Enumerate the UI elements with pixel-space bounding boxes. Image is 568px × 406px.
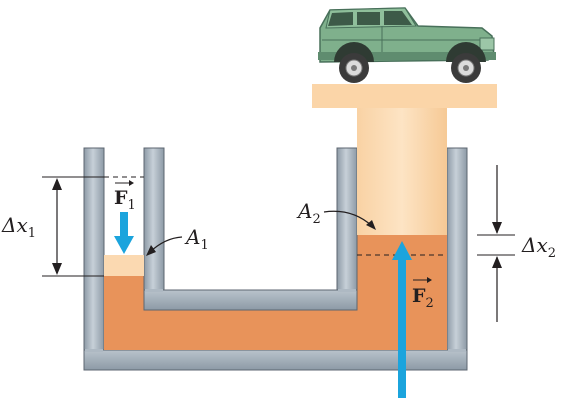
container — [83, 147, 468, 371]
arrow-down-icon — [114, 212, 134, 254]
inner-bottom-wall — [143, 289, 358, 311]
large-piston — [312, 84, 497, 235]
bottom-outer-wall — [83, 349, 468, 371]
left-inner-wall — [143, 147, 165, 311]
dx2-label: Δx2 — [521, 233, 556, 261]
left-outer-wall — [83, 147, 105, 371]
small-piston — [104, 255, 144, 276]
right-inner-wall — [336, 147, 358, 311]
car-icon — [318, 7, 496, 83]
a2-label: A2 — [296, 199, 321, 227]
f1-label: F1 — [114, 180, 136, 213]
f2-label: F2 — [412, 277, 434, 311]
dx1-dimension — [42, 176, 104, 277]
lift-platform — [312, 84, 497, 108]
svg-text:F2: F2 — [412, 285, 434, 311]
arrow-up-icon — [392, 241, 412, 398]
dx1-label: Δx1 — [1, 213, 36, 241]
svg-text:F1: F1 — [114, 187, 136, 213]
right-outer-wall — [446, 147, 468, 371]
a1-label: A1 — [184, 225, 209, 253]
fluid — [104, 235, 447, 350]
dx2-dimension — [477, 165, 515, 322]
